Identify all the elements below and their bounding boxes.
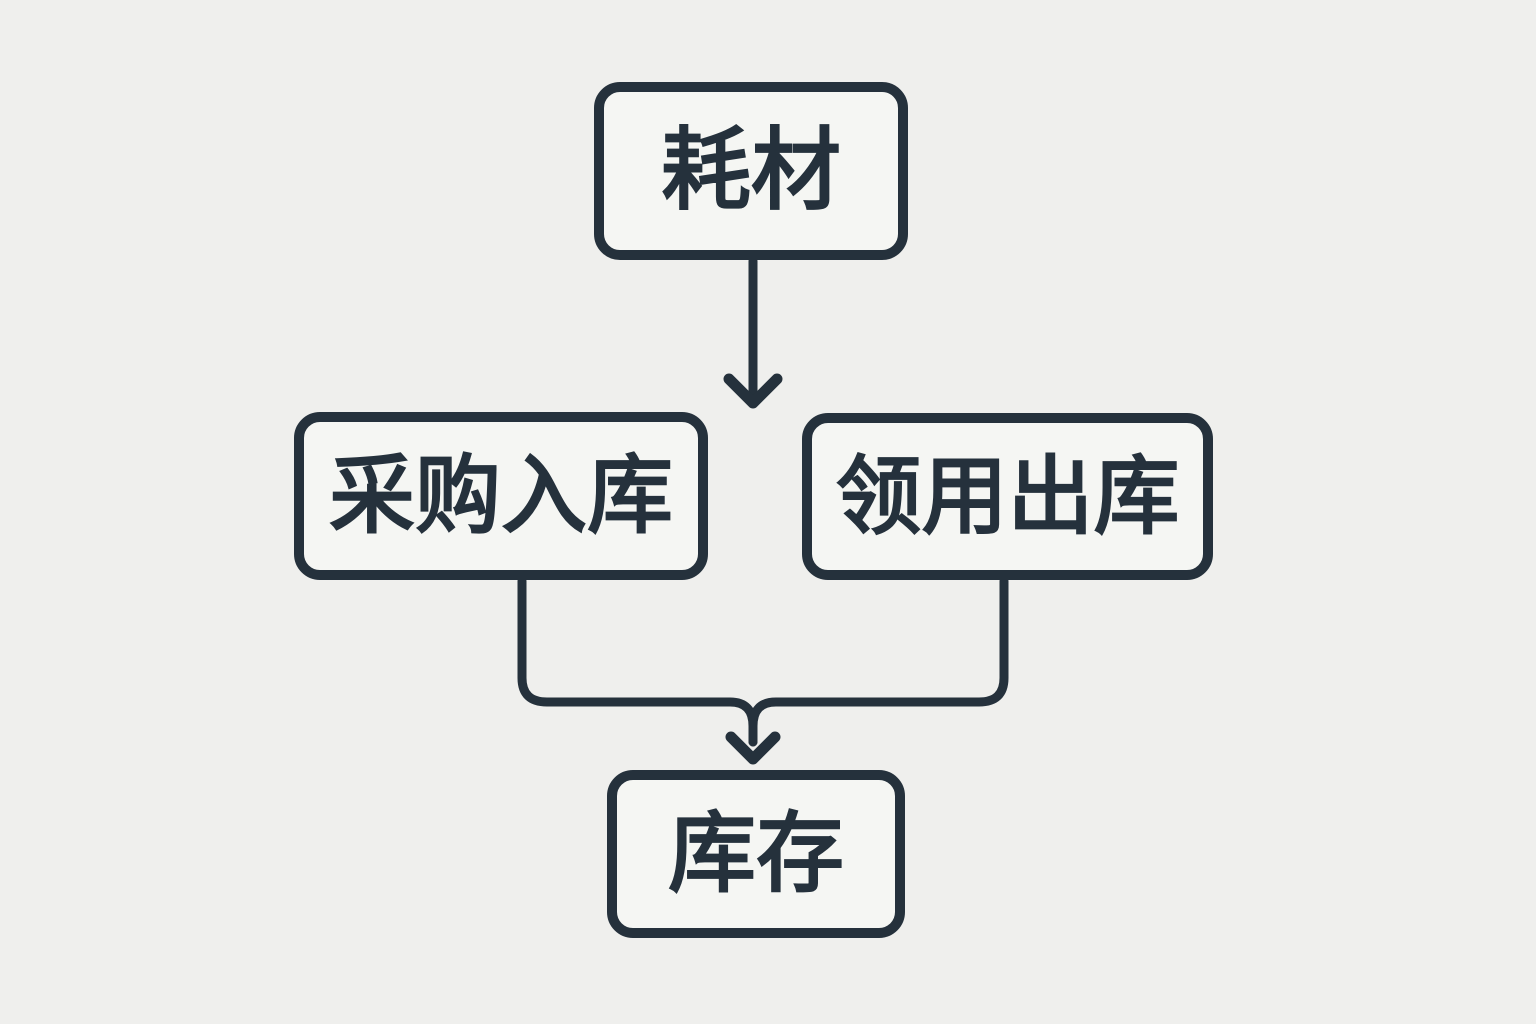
node-inventory: 库存: [607, 770, 905, 938]
node-consumables-label: 耗材: [661, 121, 841, 221]
node-purchase-inbound: 采购入库: [294, 412, 708, 580]
edge-purchase-to-inventory-line: [517, 576, 758, 747]
edge-consumables-arrowhead-icon: [723, 373, 783, 409]
edge-requisition-to-inventory-line: [748, 576, 1009, 747]
node-purchase-inbound-label: 采购入库: [329, 448, 673, 544]
edge-merge-arrowhead-icon: [725, 731, 781, 765]
node-consumables: 耗材: [594, 82, 908, 260]
node-requisition-outbound: 领用出库: [802, 413, 1213, 580]
node-requisition-outbound-label: 领用出库: [835, 448, 1180, 545]
node-inventory-label: 库存: [667, 804, 844, 903]
